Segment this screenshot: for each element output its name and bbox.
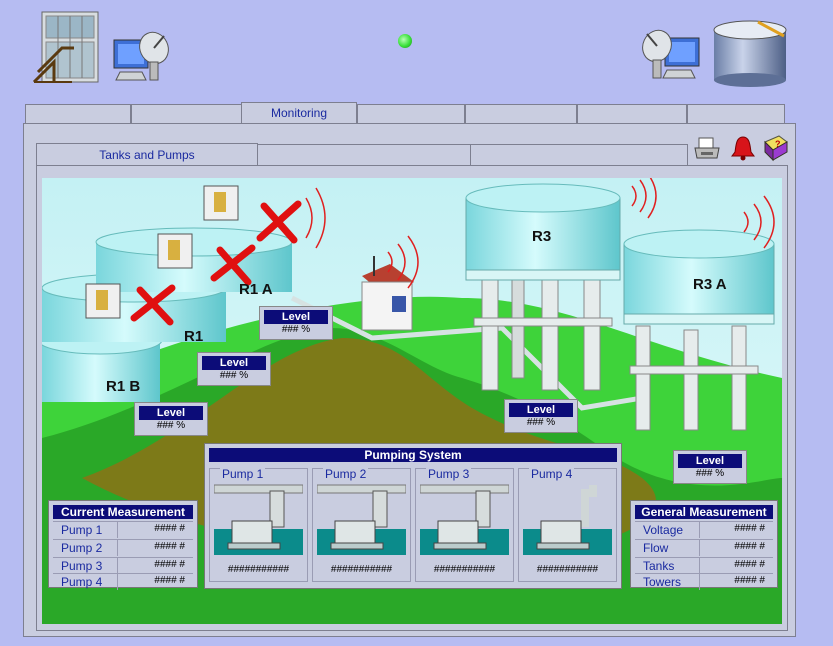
measurement-label: Pump 1 bbox=[61, 523, 103, 537]
pump-card[interactable]: Pump 4 ########### bbox=[518, 467, 617, 582]
measurement-label: Flow bbox=[643, 541, 669, 555]
tab-7[interactable] bbox=[687, 104, 785, 124]
level-label: Level bbox=[139, 406, 203, 420]
current-measurement-title: Current Measurement bbox=[53, 505, 193, 519]
tab-monitoring[interactable]: Monitoring bbox=[241, 102, 357, 125]
tank-r1b-label: R1 B bbox=[106, 378, 141, 395]
level-value: ### % bbox=[526, 417, 556, 428]
subtab-tanks-and-pumps[interactable]: Tanks and Pumps bbox=[36, 143, 258, 166]
main-tab-bar: Monitoring bbox=[25, 102, 785, 125]
status-led bbox=[398, 34, 412, 48]
alarm-bell-icon[interactable] bbox=[730, 134, 756, 162]
pump-value: ########### bbox=[227, 564, 290, 575]
antenna-dish-icon[interactable] bbox=[641, 26, 703, 84]
measurement-row: Towers #### # bbox=[635, 573, 773, 590]
svg-text:?: ? bbox=[775, 139, 781, 149]
pump-icon bbox=[214, 484, 303, 555]
measurement-label: Pump 2 bbox=[61, 541, 103, 555]
tab-1[interactable] bbox=[25, 104, 131, 124]
level-r3: Level ### % bbox=[504, 399, 578, 433]
level-r1a: Level ### % bbox=[259, 306, 333, 340]
measurement-row: Pump 2 #### # bbox=[53, 539, 193, 556]
tab-5[interactable] bbox=[465, 104, 577, 124]
plant-scene: R1 B R1 R1 A R3 R3 A Level ### % Level #… bbox=[42, 178, 782, 624]
measurement-value: #### # bbox=[734, 559, 765, 570]
pump-card[interactable]: Pump 1 ########### bbox=[209, 467, 308, 582]
storage-tank-icon[interactable] bbox=[708, 18, 792, 88]
pump-icon bbox=[420, 484, 509, 555]
pumping-system-title: Pumping System bbox=[209, 448, 617, 462]
level-r3a: Level ### % bbox=[673, 450, 747, 484]
pump-icon bbox=[317, 484, 406, 555]
help-book-icon[interactable]: ? bbox=[761, 134, 789, 162]
pump-label: Pump 3 bbox=[426, 467, 472, 481]
level-r1: Level ### % bbox=[197, 352, 271, 386]
measurement-label: Towers bbox=[643, 575, 682, 589]
measurement-value: #### # bbox=[154, 541, 185, 552]
tower-r3a-graphic bbox=[623, 229, 775, 431]
level-value: ### % bbox=[156, 420, 186, 431]
measurement-row: Pump 3 #### # bbox=[53, 557, 193, 574]
general-measurement-panel: General Measurement Voltage #### # Flow ##… bbox=[630, 500, 778, 590]
printer-icon[interactable] bbox=[693, 136, 721, 162]
measurement-value: #### # bbox=[734, 541, 765, 552]
measurement-row: Pump 1 #### # bbox=[53, 521, 193, 538]
tab-2[interactable] bbox=[131, 104, 243, 124]
measurement-row: Flow #### # bbox=[635, 539, 773, 556]
measurement-label: Pump 3 bbox=[61, 559, 103, 573]
measurement-value: #### # bbox=[154, 523, 185, 534]
pump-label: Pump 4 bbox=[529, 467, 575, 481]
level-label: Level bbox=[264, 310, 328, 324]
tank-r3a-label: R3 A bbox=[693, 276, 727, 293]
pump-icon bbox=[523, 485, 612, 555]
level-label: Level bbox=[509, 403, 573, 417]
measurement-value: #### # bbox=[734, 575, 765, 586]
measurement-label: Pump 4 bbox=[61, 575, 103, 589]
measurement-row: Pump 4 #### # bbox=[53, 573, 193, 590]
subtab-3[interactable] bbox=[470, 144, 688, 166]
tank-r3-label: R3 bbox=[532, 228, 552, 245]
measurement-label: Tanks bbox=[643, 559, 675, 573]
building-icon[interactable] bbox=[32, 8, 102, 86]
measurement-value: #### # bbox=[154, 575, 185, 586]
pump-card[interactable]: Pump 2 ########### bbox=[312, 467, 411, 582]
pump-label: Pump 2 bbox=[323, 467, 369, 481]
measurement-row: Tanks #### # bbox=[635, 557, 773, 574]
measurement-value: #### # bbox=[154, 559, 185, 570]
level-value: ### % bbox=[281, 324, 311, 335]
pump-label: Pump 1 bbox=[220, 467, 266, 481]
level-r1b: Level ### % bbox=[134, 402, 208, 436]
current-measurement-panel: Current Measurement Pump 1 #### # Pump 2 #… bbox=[48, 500, 198, 590]
antenna-dish-icon[interactable] bbox=[110, 28, 172, 86]
general-measurement-title: General Measurement bbox=[635, 505, 773, 519]
pump-value: ########### bbox=[330, 564, 393, 575]
subtab-2[interactable] bbox=[257, 144, 471, 166]
measurement-value: #### # bbox=[734, 523, 765, 534]
pumping-system-panel: Pumping System Pump 1 ########### Pump 2… bbox=[204, 443, 622, 589]
measurement-label: Voltage bbox=[643, 523, 684, 537]
pump-card[interactable]: Pump 3 ########### bbox=[415, 467, 514, 582]
pump-value: ########### bbox=[433, 564, 496, 575]
level-label: Level bbox=[678, 454, 742, 468]
tab-6[interactable] bbox=[577, 104, 687, 124]
pump-value: ########### bbox=[536, 564, 599, 575]
level-label: Level bbox=[202, 356, 266, 370]
tank-r1-label: R1 bbox=[184, 328, 204, 345]
level-value: ### % bbox=[219, 370, 249, 381]
level-value: ### % bbox=[695, 468, 725, 479]
tower-r3-graphic bbox=[465, 183, 621, 391]
tank-r1a-label: R1 A bbox=[239, 281, 273, 298]
tab-4[interactable] bbox=[357, 104, 465, 124]
measurement-row: Voltage #### # bbox=[635, 521, 773, 538]
